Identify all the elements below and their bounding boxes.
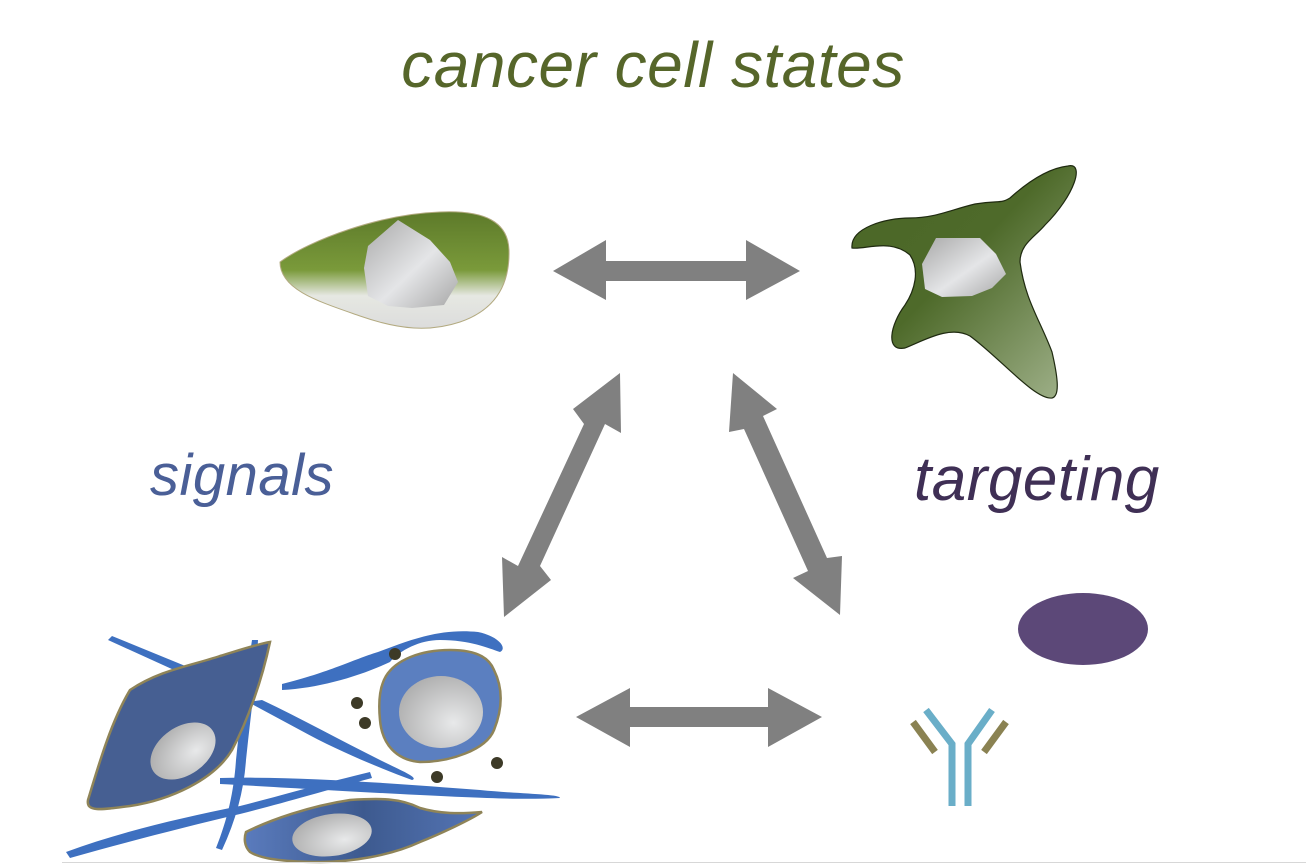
stromal-cell-nucleus: [150, 722, 216, 780]
stromal-cell-round-nucleus: [399, 676, 483, 748]
secreted-factor-dot: [491, 757, 503, 769]
secreted-factors: [351, 648, 503, 783]
arrow-mesenchymal-therapeutics: [729, 373, 842, 615]
arrow-epithelial-mesenchymal: [553, 240, 800, 300]
arrow-epithelial-microenvironment: [502, 373, 621, 617]
antibody-icon: [910, 707, 1009, 806]
therapeutics: [910, 593, 1148, 806]
secreted-factor-dot: [431, 771, 443, 783]
arrow-microenvironment-therapeutics: [576, 688, 822, 747]
arrows: [502, 240, 842, 747]
epithelial-cell-nucleus: [364, 220, 458, 308]
diagram-title: cancer cell states: [401, 29, 905, 101]
fiber: [248, 700, 414, 780]
stromal-cell-flat-nucleus: [292, 813, 372, 857]
stromal-cells: [86, 640, 502, 864]
bottom-divider: [62, 862, 1306, 863]
mesenchymal-cell-nucleus: [922, 238, 1006, 297]
fiber: [282, 631, 503, 690]
signals-label: signals: [150, 443, 335, 508]
fiber: [66, 772, 372, 858]
small-molecule-drug: [1018, 593, 1148, 665]
secreted-factor-dot: [351, 697, 363, 709]
fiber: [220, 777, 560, 799]
secreted-factor-dot: [389, 648, 401, 660]
targeting-label: targeting: [914, 445, 1160, 514]
stromal-cell-elongated: [86, 640, 272, 811]
secreted-factor-dot: [359, 717, 371, 729]
mesenchymal-cell: [851, 165, 1077, 399]
epithelial-cell: [279, 211, 510, 329]
